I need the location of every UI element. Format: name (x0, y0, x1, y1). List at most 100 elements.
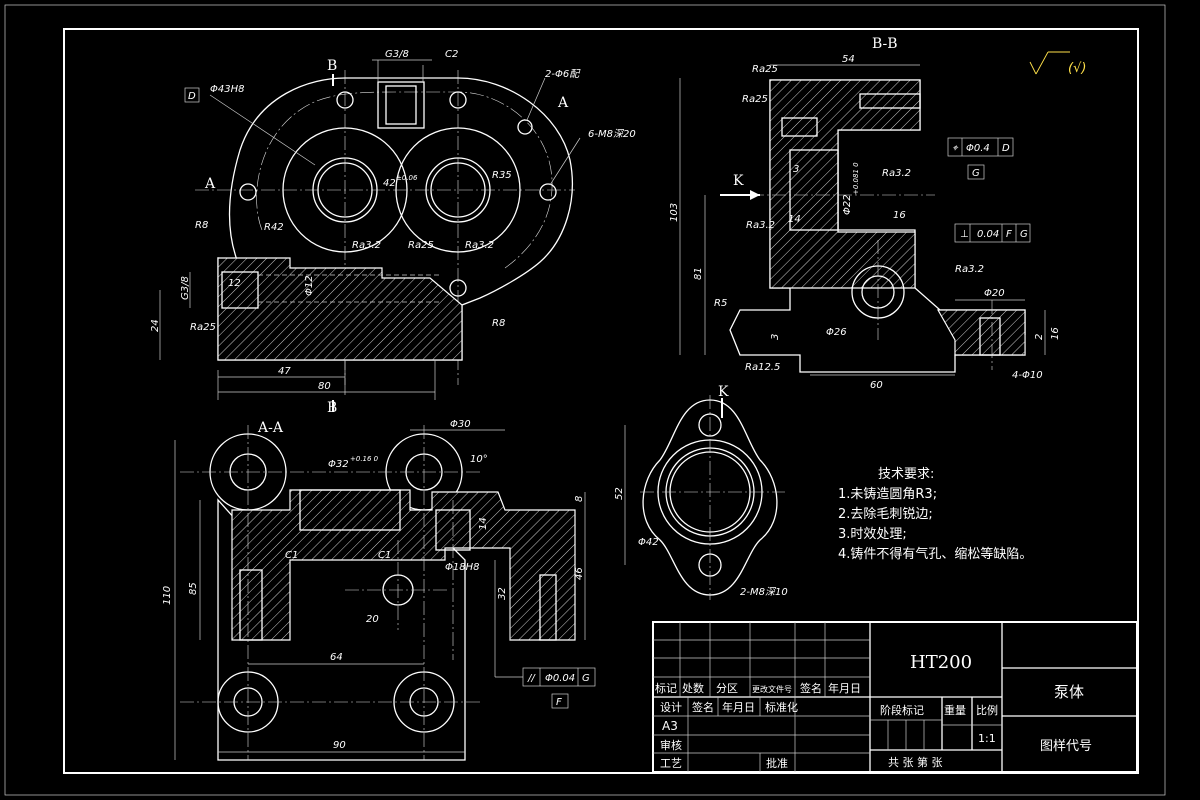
dim-60: 60 (870, 380, 883, 391)
dim-c2: C2 (445, 49, 458, 60)
title-block (652, 621, 1138, 773)
dim-24: 24 (150, 319, 161, 332)
view-k (624, 395, 785, 600)
tol-pos-ref: D (1002, 143, 1010, 154)
rough-ra25-b: Ra25 (190, 322, 216, 333)
tb-drawing-code: 图样代号 (1040, 739, 1092, 754)
tb-design-date: 年月日 (722, 700, 755, 714)
dim-phi32-tol: +0.16 0 (350, 455, 379, 463)
datum-g: G (972, 168, 980, 179)
tol-pos-sym: ⌖ (952, 143, 959, 154)
dim-3: 3 (793, 164, 799, 175)
rough-ra32-d: Ra3.2 (746, 220, 775, 231)
view-label-k-side: K (733, 173, 744, 189)
dim-c1-a: C1 (285, 550, 298, 561)
dim-110: 110 (162, 586, 173, 605)
dim-8: 8 (574, 496, 585, 502)
requirement-1: 1.未铸造圆角R3; (838, 486, 937, 502)
dim-r8-left: R8 (195, 220, 208, 231)
dim-81: 81 (693, 267, 704, 280)
dim-16: 16 (893, 210, 906, 221)
dim-103: 103 (669, 203, 680, 222)
sheet-border (4, 4, 1166, 796)
dim-47: 47 (278, 366, 291, 377)
tb-col-mark: 标记 (655, 681, 677, 695)
requirement-2: 2.去除毛刺锐边; (838, 507, 933, 522)
tb-col-date: 年月日 (828, 681, 861, 695)
rough-general: (√) (1068, 61, 1086, 76)
dim-r35: R35 (492, 170, 512, 181)
requirement-3: 3.时效处理; (838, 527, 907, 542)
rough-ra125: Ra12.5 (745, 362, 780, 373)
datum-d: D (188, 91, 196, 102)
dim-85: 85 (188, 582, 199, 595)
section-aa-view (174, 425, 586, 761)
tol-perp-value: 0.04 (977, 229, 999, 240)
dim-g38-side: G3/8 (180, 276, 191, 300)
dim-10deg: 10° (470, 454, 488, 465)
tb-col-change: 更改文件号 (752, 684, 792, 694)
dim-phi30: Φ30 (450, 419, 471, 430)
dim-r42: R42 (264, 222, 284, 233)
dim-r8-right: R8 (492, 318, 505, 329)
rough-ra25-d: Ra25 (742, 94, 768, 105)
section-label-a-right: A (557, 95, 569, 111)
tb-design-sign: 签名 (692, 700, 714, 714)
tol-perp-ref2: G (1020, 229, 1028, 240)
tol-perp-sym: ⊥ (960, 229, 969, 240)
dim-phi32: Φ32 (328, 459, 349, 470)
tb-weight: 重量 (944, 703, 966, 717)
tol-pos-value: Φ0.4 (966, 143, 990, 154)
section-title-aa: A-A (257, 420, 284, 436)
tb-process: 工艺 (660, 757, 682, 770)
dim-angle42: 42 (383, 178, 396, 189)
tb-col-sign: 签名 (800, 681, 822, 695)
tb-sheets: 共 张 第 张 (888, 755, 943, 769)
tb-approve: 批准 (766, 756, 788, 770)
dim-14-aa: 14 (478, 517, 489, 530)
tb-col-zone: 分区 (716, 682, 738, 695)
dim-phi18: Φ18H8 (445, 562, 479, 573)
dim-phi42: Φ42 (638, 537, 659, 548)
tolerance-frames (184, 87, 1031, 709)
dim-64: 64 (330, 652, 343, 663)
tb-material: HT200 (910, 652, 972, 673)
rough-ra32-a: Ra3.2 (352, 240, 381, 251)
dim-46: 46 (574, 567, 585, 580)
drawing-frame (63, 28, 1139, 774)
dim-32: 32 (497, 587, 508, 600)
tb-paper: A3 (662, 719, 678, 733)
section-label-b-bottom: B (327, 400, 337, 416)
section-label-b-top: B (327, 58, 337, 74)
datum-f: F (556, 697, 562, 708)
section-label-a-left: A (204, 176, 216, 192)
dim-2phi6: 2-Φ6配 (545, 68, 581, 80)
section-bb-view (679, 64, 1046, 376)
rough-ra25-a: Ra25 (408, 240, 434, 251)
dim-20: 20 (366, 614, 379, 625)
tol-par-sym: // (527, 673, 536, 684)
dim-g38: G3/8 (385, 49, 409, 60)
dim-phi20: Φ20 (984, 288, 1005, 299)
dim-80: 80 (318, 381, 331, 392)
front-view (159, 59, 581, 400)
dim-phi43: Φ43H8 (210, 84, 244, 95)
section-title-bb: B-B (872, 36, 898, 52)
tb-scale: 1:1 (978, 732, 996, 745)
tb-standard: 标准化 (765, 700, 798, 714)
dim-2: 2 (1034, 334, 1045, 340)
tb-stage: 阶段标记 (880, 703, 924, 717)
dim-r5: R5 (714, 298, 727, 309)
dim-54: 54 (842, 54, 855, 65)
dim-phi22: Φ22 (842, 194, 853, 215)
tol-par-ref: G (582, 673, 590, 684)
dim-90: 90 (333, 740, 346, 751)
tb-part-name: 泵体 (1054, 683, 1084, 701)
view-label-k: K (718, 384, 729, 400)
rough-ra25-c: Ra25 (752, 64, 778, 75)
dim-3-bb: 3 (770, 334, 781, 340)
dim-c1-b: C1 (378, 550, 391, 561)
dim-phi12: Φ12 (304, 275, 315, 296)
dim-6m8: 6-M8深20 (588, 128, 636, 140)
